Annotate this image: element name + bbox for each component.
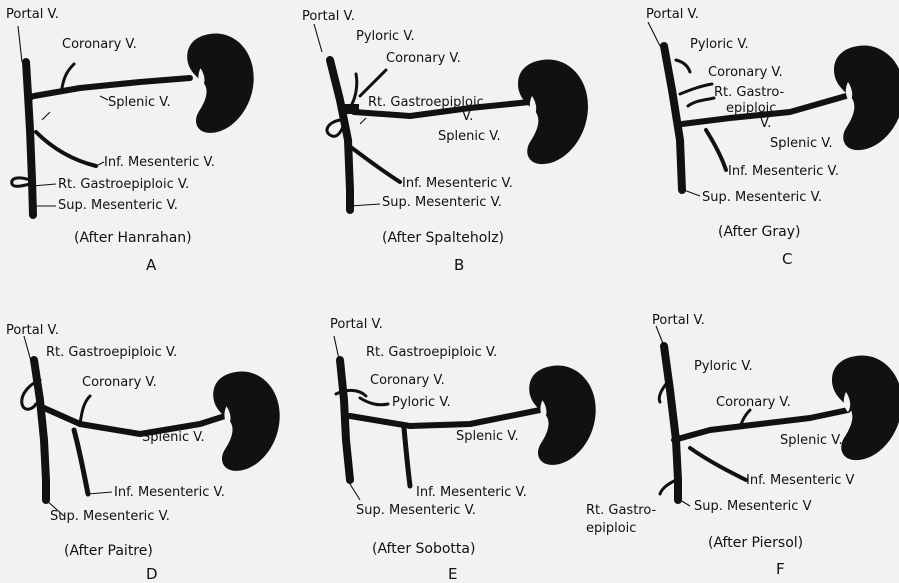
panel-d-splenic-label: Splenic V.	[142, 431, 205, 445]
panel-e-coronary-label: Coronary V.	[370, 374, 445, 388]
panel-b-sup-mesenteric-label: Sup. Mesenteric V.	[382, 196, 502, 210]
panel-a-portal-label: Portal V.	[6, 8, 59, 22]
panel-a-letter: A	[146, 258, 156, 272]
panel-d-letter: D	[146, 567, 158, 581]
panel-b-rt-gastroepiploic-label: Rt. Gastroepiploic	[368, 96, 484, 110]
panel-c-rt-gastro-label-1: Rt. Gastro-	[714, 86, 784, 100]
panel-a-coronary-label: Coronary V.	[62, 38, 137, 52]
panel-a-inf-mesenteric-label: Inf. Mesenteric V.	[104, 156, 215, 170]
panel-e-drawing	[334, 336, 596, 500]
panel-c-caption: (After Gray)	[718, 225, 800, 239]
panel-e-splenic-label: Splenic V.	[456, 430, 519, 444]
panel-e-letter: E	[448, 567, 457, 581]
panel-c-rt-gastro-label-2: epiploic	[726, 102, 776, 116]
panel-f-portal-label: Portal V.	[652, 314, 705, 328]
panel-c-portal-label: Portal V.	[646, 8, 699, 22]
panel-c-letter: C	[782, 252, 792, 266]
panel-e-sup-mesenteric-label: Sup. Mesenteric V.	[356, 504, 476, 518]
panel-f-pyloric-label: Pyloric V.	[694, 360, 753, 374]
panel-f-caption: (After Piersol)	[708, 536, 803, 550]
panel-b-rt-gastroepiploic-v-label: V.	[462, 110, 473, 124]
panel-f-splenic-label: Splenic V.	[780, 434, 843, 448]
panel-d-inf-mesenteric-label: Inf. Mesenteric V.	[114, 486, 225, 500]
panel-c-splenic-label: Splenic V.	[770, 137, 833, 151]
panel-d-sup-mesenteric-label: Sup. Mesenteric V.	[50, 510, 170, 524]
panel-d-portal-label: Portal V.	[6, 324, 59, 338]
panel-f-letter: F	[776, 562, 785, 576]
panel-e-rt-gastroepiploic-label: Rt. Gastroepiploic V.	[366, 346, 497, 360]
panel-c-rt-gastro-v-label: V.	[760, 117, 771, 131]
panel-b-caption: (After Spalteholz)	[382, 231, 504, 245]
panel-a-sup-mesenteric-label: Sup. Mesenteric V.	[58, 199, 178, 213]
panel-b-splenic-label: Splenic V.	[438, 130, 501, 144]
panel-c-coronary-label: Coronary V.	[708, 66, 783, 80]
panel-f-rt-gastro-label-2: epiploic	[586, 522, 636, 536]
panel-e-pyloric-label: Pyloric V.	[392, 396, 451, 410]
panel-b-portal-label: Portal V.	[302, 10, 355, 24]
panel-f-rt-gastro-label-1: Rt. Gastro-	[586, 504, 656, 518]
panel-b-coronary-label: Coronary V.	[386, 52, 461, 66]
panel-a-rt-gastroepiploic-label: Rt. Gastroepiploic V.	[58, 178, 189, 192]
panel-d-caption: (After Paitre)	[64, 544, 153, 558]
panel-e-portal-label: Portal V.	[330, 318, 383, 332]
panel-e-caption: (After Sobotta)	[372, 542, 475, 556]
panel-f-coronary-label: Coronary V.	[716, 396, 791, 410]
panel-a-splenic-label: Splenic V.	[108, 96, 171, 110]
panel-b-inf-mesenteric-label: Inf. Mesenteric V.	[402, 177, 513, 191]
panel-d-coronary-label: Coronary V.	[82, 376, 157, 390]
panel-c-sup-mesenteric-label: Sup. Mesenteric V.	[702, 191, 822, 205]
panel-b-pyloric-label: Pyloric V.	[356, 30, 415, 44]
panel-f-sup-mesenteric-label: Sup. Mesenteric V	[694, 500, 811, 514]
panel-e-inf-mesenteric-label: Inf. Mesenteric V.	[416, 486, 527, 500]
panel-a-caption: (After Hanrahan)	[74, 231, 192, 245]
panel-c-inf-mesenteric-label: Inf. Mesenteric V.	[728, 165, 839, 179]
panel-c-pyloric-label: Pyloric V.	[690, 38, 749, 52]
panel-b-letter: B	[454, 258, 464, 272]
panel-d-rt-gastroepiploic-label: Rt. Gastroepiploic V.	[46, 346, 177, 360]
panel-f-inf-mesenteric-label: Inf. Mesenteric V	[746, 474, 854, 488]
